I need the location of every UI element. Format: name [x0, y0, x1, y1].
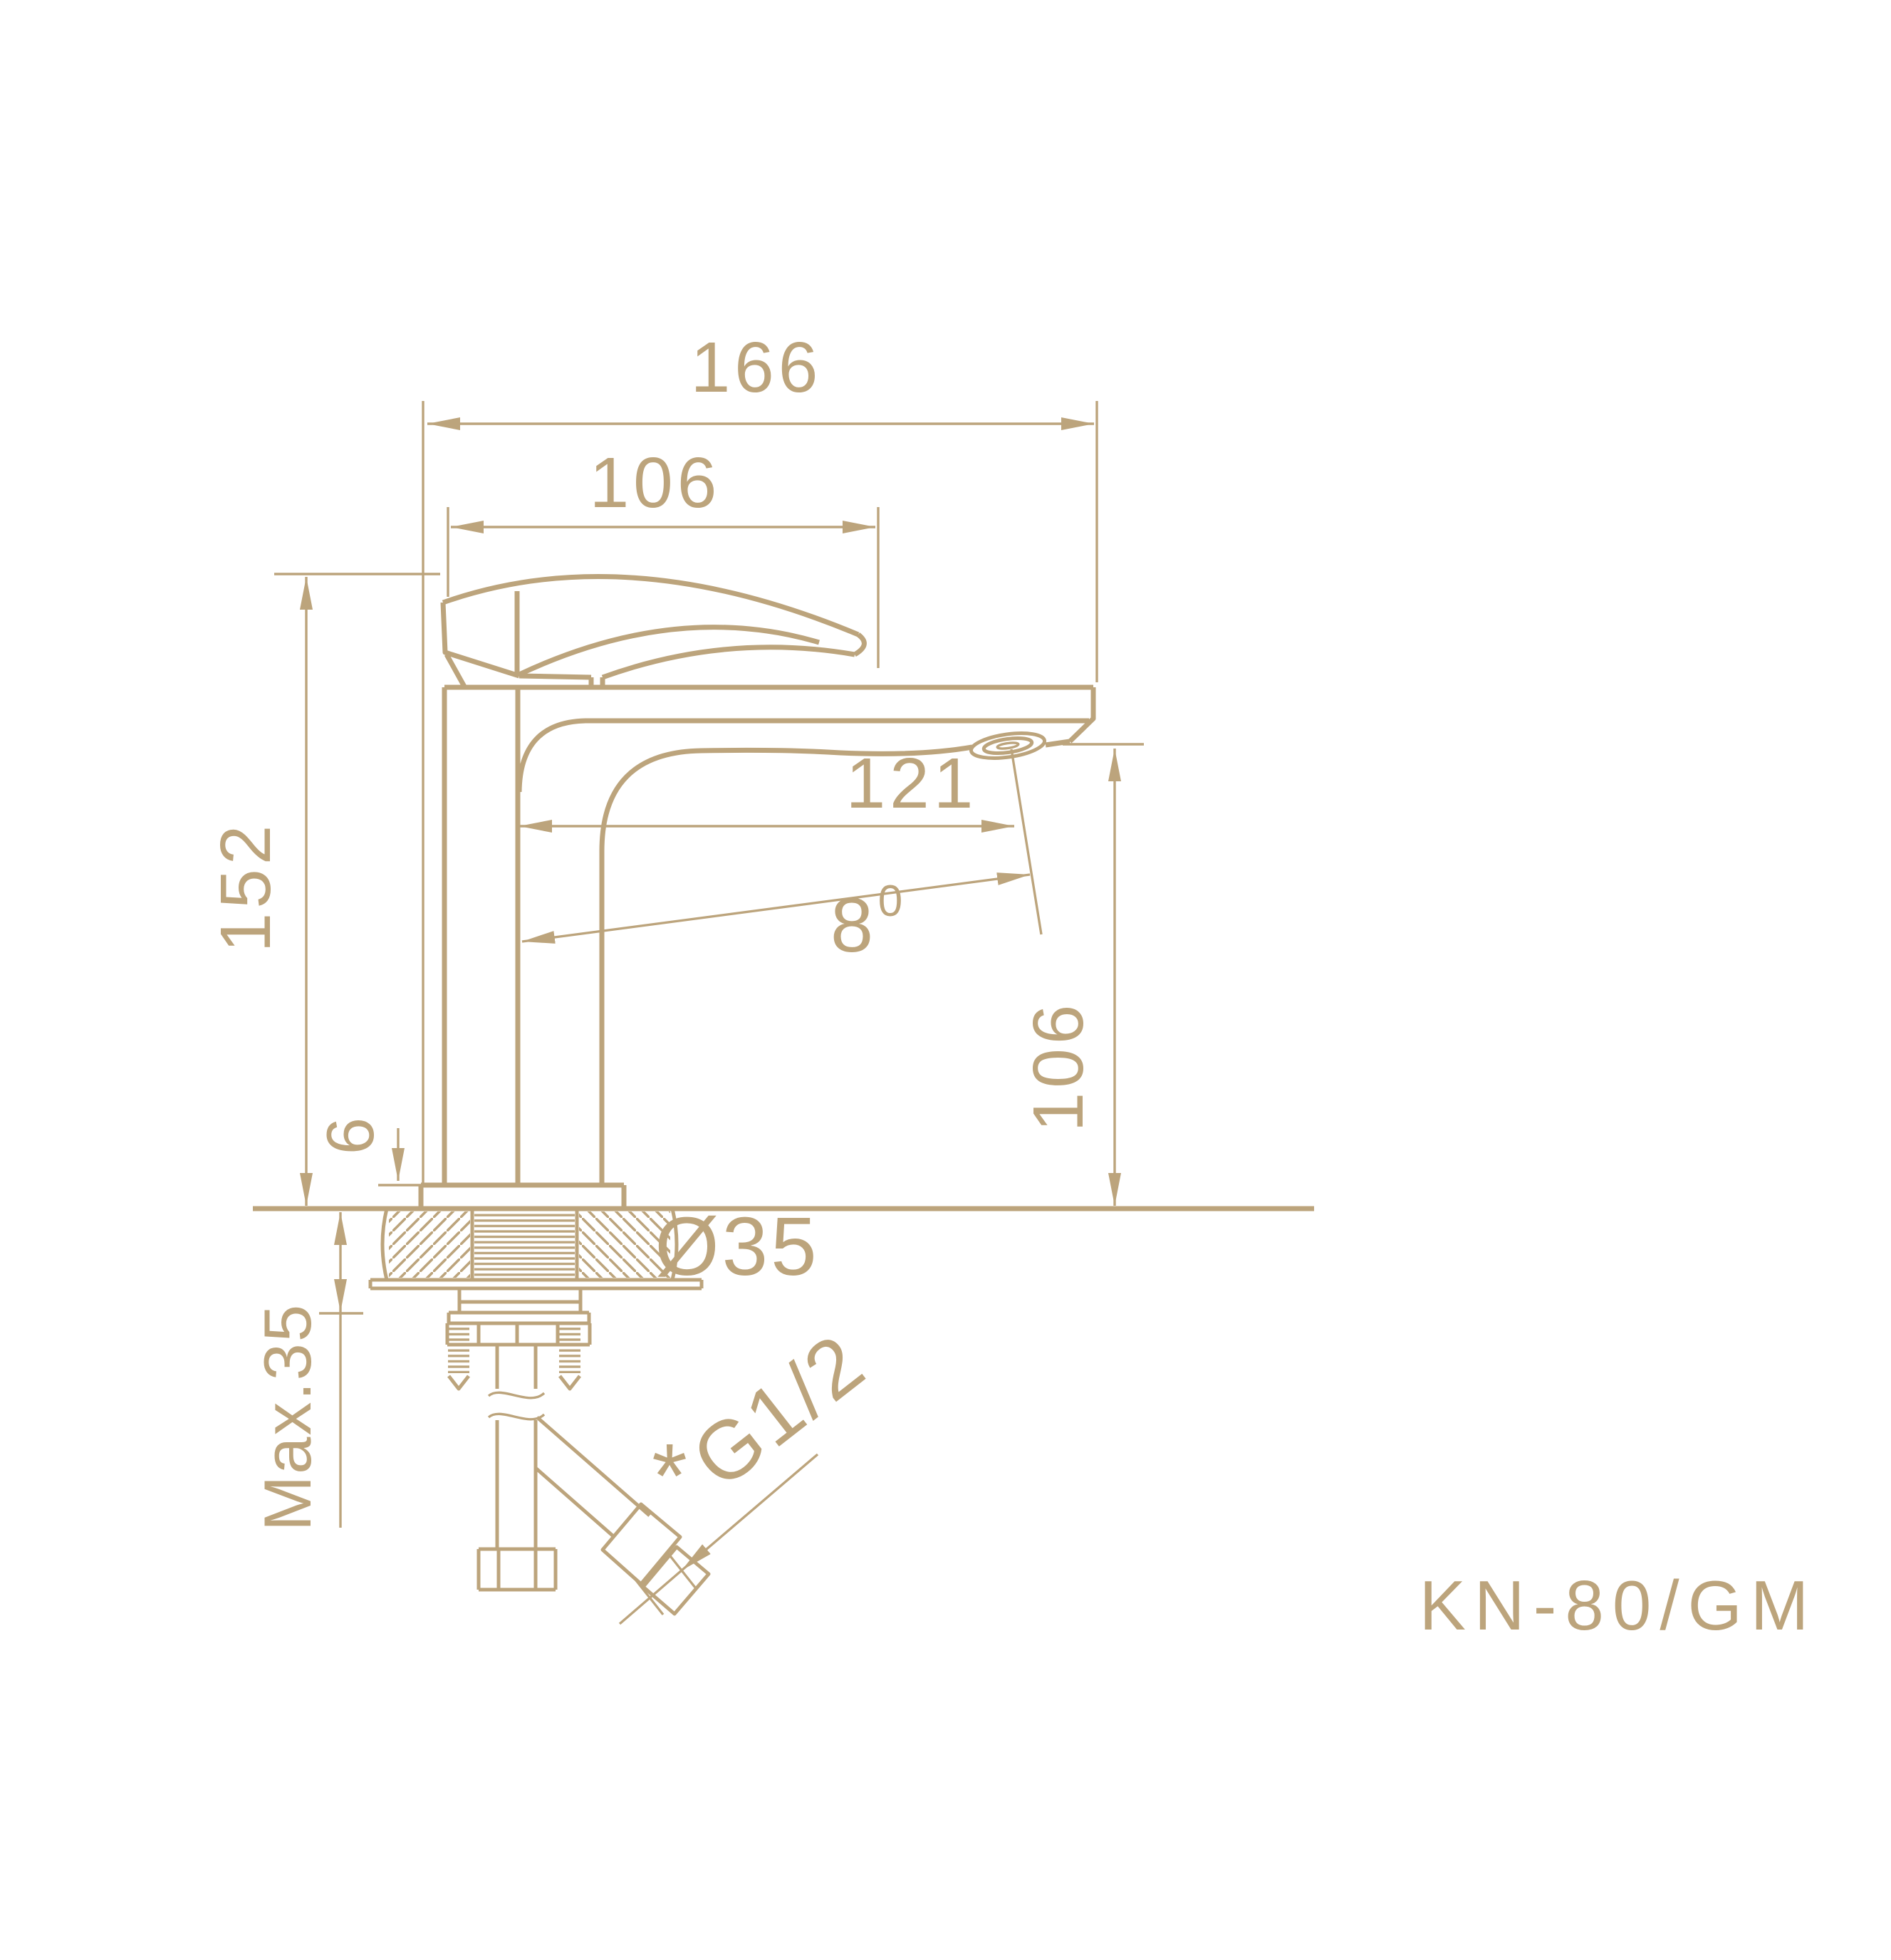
- dim-8deg-degree: 0: [878, 877, 902, 926]
- stud-thread-left: [448, 1325, 469, 1373]
- dim-8deg-line: [521, 872, 1031, 944]
- aerator-mid-ring: [981, 736, 1034, 756]
- nut-hatch-left: [389, 1211, 470, 1278]
- faucet-body-outline: [442, 684, 1096, 1185]
- dim-max-mount-thickness: Max.35: [250, 1212, 363, 1531]
- dim-handle-width: 106: [447, 443, 880, 668]
- thread-size-value: G1/2: [675, 1315, 882, 1506]
- model-number: KN-80/GM: [1419, 1566, 1818, 1644]
- mounting-assembly: [368, 1208, 704, 1391]
- dim-spout-angle: 8 0: [521, 749, 1043, 968]
- hose-outline: [535, 1416, 711, 1616]
- dim-base-plate-height: 6: [313, 1116, 427, 1187]
- dim-max35-value: Max.35: [250, 1303, 325, 1531]
- thread-note-mark: *: [652, 1425, 687, 1527]
- thread-leader-line: [680, 1453, 819, 1572]
- label-thread: * G1/2: [618, 1315, 882, 1625]
- shank-threads: [474, 1211, 575, 1278]
- dim-6-value: 6: [313, 1116, 387, 1154]
- mounting-nut-outline: [380, 1208, 679, 1281]
- dim-106r-value: 106: [1019, 1001, 1098, 1132]
- dim-8deg-outlet-axis: [1010, 749, 1043, 935]
- dim-overall-width: 166: [422, 328, 1098, 1185]
- washer-bracket: [445, 1288, 592, 1347]
- dim-106-value: 106: [590, 443, 722, 523]
- faucet-handle: [440, 574, 867, 688]
- stud-thread-right: [559, 1325, 580, 1373]
- aerator-slit: [996, 741, 1020, 750]
- label-hole-diameter: Ø35: [655, 1200, 819, 1293]
- pipe-walls: [495, 1345, 538, 1549]
- nut-flange: [368, 1278, 704, 1291]
- pipe-break-symbol: [487, 1391, 546, 1421]
- supply-pipe: [476, 1345, 558, 1592]
- dim-152-value: 152: [206, 821, 286, 953]
- dim-166-value: 166: [691, 328, 823, 407]
- faucet-above-deck: [418, 574, 1096, 1207]
- dim-8deg-value: 8: [830, 882, 873, 968]
- dim-166-extensions: [422, 401, 1098, 1185]
- thread-leader-overrun: [618, 1552, 697, 1625]
- dim-body-height: 152: [206, 573, 440, 1206]
- pipe-hex-end: [476, 1547, 558, 1592]
- base-plate: [418, 1182, 627, 1207]
- aerator-outlet: [969, 731, 1047, 760]
- dim-121-value: 121: [846, 744, 978, 823]
- dim-106-extensions: [447, 507, 880, 668]
- hole-diameter-value: Ø35: [655, 1200, 819, 1293]
- flex-hose: [535, 1416, 711, 1616]
- dim-outlet-height: 106: [1019, 743, 1144, 1206]
- dim-spout-reach: 121: [519, 744, 1014, 833]
- aerator-outer-ring: [969, 731, 1047, 760]
- nut-hatch-right: [579, 1211, 670, 1278]
- stud-tips: [447, 1375, 581, 1391]
- dim-max35-overrun: [319, 1312, 363, 1528]
